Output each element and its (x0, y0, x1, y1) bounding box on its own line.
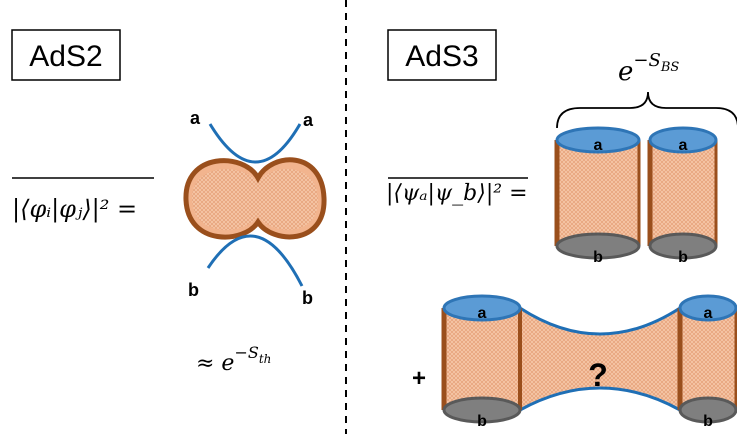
ads2-title-box (11, 29, 121, 81)
ads3-title-box (387, 29, 497, 81)
ads3-curly-brace (556, 91, 737, 129)
ads3-bracket-label: e−SBS (618, 50, 679, 87)
ads2-approx: ≈ e−Sth (196, 343, 271, 376)
ads2-formula: |⟨φᵢ|φⱼ⟩|² = (12, 195, 137, 224)
ads3-plus-sign: + (412, 365, 426, 392)
ads3-wormhole-label-b-right: b (703, 413, 713, 430)
ads2-pinched-disk-inner (191, 168, 319, 231)
ads3-cyl2-label-a: a (679, 137, 688, 154)
ads3-cylinder-2 (647, 126, 718, 260)
ads3-wormhole-question: ? (588, 357, 608, 393)
ads3-title: AdS3 (405, 40, 478, 73)
ads3-wormhole-label-b-left: b (477, 413, 487, 430)
ads2-label-b-right: b (302, 288, 313, 308)
ads3-formula: |⟨ψₐ|ψ_b⟩|² = (386, 181, 528, 206)
ads2-top-curve (208, 123, 302, 164)
ads3-wormhole-label-a-right: a (704, 305, 713, 322)
ads2-title: AdS2 (29, 40, 102, 73)
ads3-cyl1-label-a: a (594, 137, 603, 154)
ads2-label-a-left: a (190, 108, 201, 128)
ads3-wormhole-label-a-left: a (478, 305, 487, 322)
ads3-cyl2-label-b: b (678, 249, 688, 266)
ads2-bottom-curve (206, 234, 304, 287)
ads3-cylinder-1 (554, 126, 641, 260)
ads2-label-b-left: b (188, 280, 199, 300)
ads3-cyl1-label-b: b (593, 249, 603, 266)
ads2-label-a-right: a (303, 110, 314, 130)
ads3-wormhole (441, 294, 737, 424)
